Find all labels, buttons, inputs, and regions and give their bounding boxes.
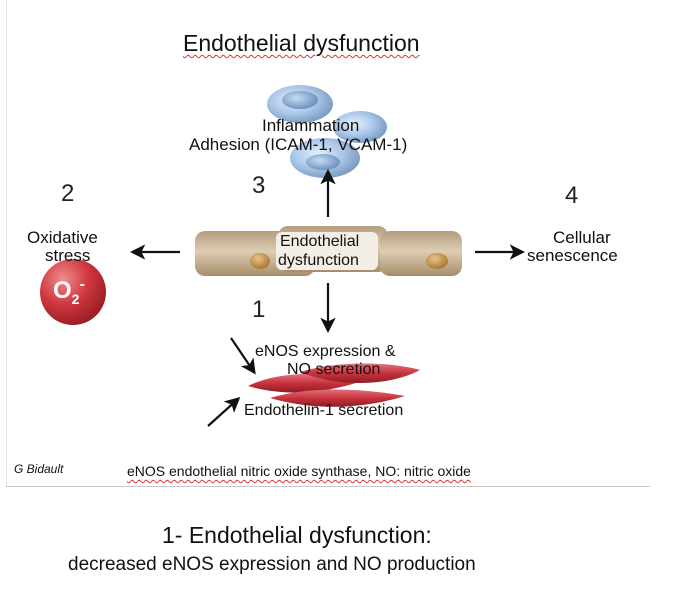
enos-label-line2: NO secretion (287, 361, 381, 378)
adhesion-label: Adhesion (ICAM-1, VCAM-1) (189, 135, 408, 154)
superoxide-o: O (53, 277, 72, 304)
superoxide-superscript: - (79, 276, 85, 293)
caption-title-text: 1- Endothelial dysfunction: (162, 522, 432, 548)
frame-left-border (6, 0, 7, 487)
endothelial-cell-right (380, 231, 462, 276)
superoxide-subscript: 2 (71, 290, 80, 307)
center-label-line1: Endothelial (280, 233, 360, 250)
caption-title: 1- Endothelial dysfunction: (162, 522, 432, 549)
superoxide-label: O2- (53, 276, 85, 307)
step-number-3: 3 (252, 172, 266, 199)
stress-label: stress (45, 246, 91, 265)
arrow-decrease-enos (230, 337, 256, 375)
cellular-label: Cellular (553, 228, 611, 247)
endothelial-nucleus-right (426, 253, 448, 269)
caption-subtitle-text: decreased eNOS expression and NO product… (68, 554, 476, 575)
caption-subtitle: decreased eNOS expression and NO product… (68, 554, 476, 576)
endothelin-label: Endothelin-1 secretion (244, 402, 404, 419)
abbreviation-footnote: eNOS endothelial nitric oxide synthase, … (127, 463, 471, 479)
credit-label: G Bidault (14, 462, 64, 476)
arrows (129, 168, 526, 427)
red-cell-2 (300, 363, 420, 384)
center-label-backdrop (276, 232, 378, 270)
step-number-4: 4 (565, 182, 579, 209)
blue-cell-1-nucleus (282, 91, 318, 109)
step-number-1: 1 (252, 296, 266, 323)
smooth-muscle-cells (248, 363, 420, 407)
diagram-figure: Endothelial dysfunction Inflammation Adh… (6, 0, 650, 487)
footnote-text: eNOS endothelial nitric oxide synthase, … (127, 463, 471, 479)
blue-cell-3-nucleus (306, 154, 340, 170)
endothelial-nucleus-left (250, 253, 270, 269)
diagram-title: Endothelial dysfunction (183, 30, 420, 56)
arrow-increase-endothelin (207, 396, 241, 427)
frame-bottom-border (6, 486, 650, 487)
center-label-line2: dysfunction (278, 252, 359, 269)
inflammation-label: Inflammation (262, 116, 360, 135)
superoxide-sphere (40, 259, 106, 325)
blue-cell-2 (333, 111, 387, 143)
senescence-label: senescence (527, 246, 618, 265)
oxidative-label: Oxidative (27, 228, 98, 247)
inflammatory-cells (267, 85, 387, 178)
red-cell-3 (270, 389, 405, 407)
enos-label-line1: eNOS expression & (255, 343, 396, 360)
step-number-2: 2 (61, 180, 75, 207)
diagram-graphics (40, 85, 526, 427)
endothelial-cells (195, 226, 462, 276)
